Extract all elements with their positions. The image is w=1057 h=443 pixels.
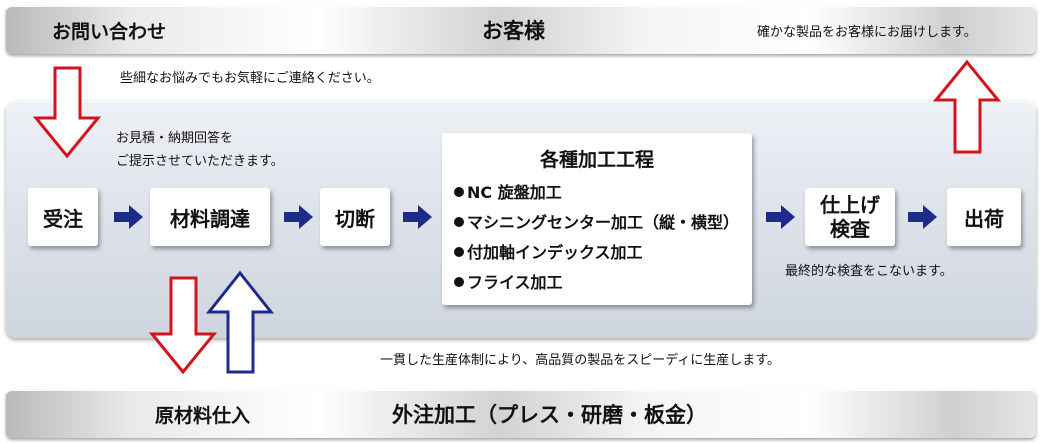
cutting-box: 切断 <box>320 188 390 246</box>
flow-arrow-icon <box>908 205 937 229</box>
quote-note-line1: お見積・納期回答を <box>116 131 234 146</box>
bullet-icon <box>454 217 464 227</box>
customer-label: お客様 <box>482 19 545 43</box>
deliver-text: 確かな製品をお客様にお届けします。 <box>757 25 977 40</box>
process-item: フライス加工 <box>454 269 563 293</box>
bullet-icon <box>454 187 464 197</box>
process-item: マシニングセンター加工（縦・横型） <box>454 209 739 233</box>
flow-arrow-icon <box>403 205 432 229</box>
machining-process-box: 各種加工工程 NC 旋盤加工 マシニングセンター加工（縦・横型） 付加軸インデッ… <box>442 133 752 305</box>
inquiry-down-arrow-icon <box>32 66 102 159</box>
customer-bar <box>6 6 1036 54</box>
quote-note-line2: ご提示させていただきます。 <box>116 154 284 169</box>
finish-inspection-box: 仕上げ 検査 <box>805 188 895 246</box>
material-procurement-box: 材料調達 <box>150 188 270 246</box>
order-box: 受注 <box>28 188 98 246</box>
outsource-label: 外注加工（プレス・研磨・板金） <box>392 403 707 427</box>
supplier-bar <box>6 390 1036 438</box>
flow-arrow-icon <box>284 205 313 229</box>
consistent-production-note: 一貫した生産体制により、高品質の製品をスピーディに生産します。 <box>380 353 781 368</box>
supply-up-arrow-icon <box>205 270 275 374</box>
process-title: 各種加工工程 <box>539 149 654 171</box>
inquiry-label: お問い合わせ <box>52 21 167 43</box>
process-item: NC 旋盤加工 <box>454 179 562 203</box>
finish-label-line1: 仕上げ <box>820 193 880 217</box>
flow-arrow-icon <box>766 205 795 229</box>
final-inspection-note: 最終的な検査をこないます。 <box>785 264 953 279</box>
purchase-down-arrow-icon <box>148 276 218 375</box>
raw-material-label: 原材料仕入 <box>155 405 251 427</box>
consult-note: 些細なお悩みでもお気軽にご連絡ください。 <box>120 71 380 86</box>
finish-label-line2: 検査 <box>830 217 870 241</box>
shipping-box: 出荷 <box>947 188 1021 246</box>
delivery-up-arrow-icon <box>932 59 1002 154</box>
process-item: 付加軸インデックス加工 <box>454 239 643 263</box>
bullet-icon <box>454 277 464 287</box>
bullet-icon <box>454 247 464 257</box>
flow-arrow-icon <box>114 205 143 229</box>
